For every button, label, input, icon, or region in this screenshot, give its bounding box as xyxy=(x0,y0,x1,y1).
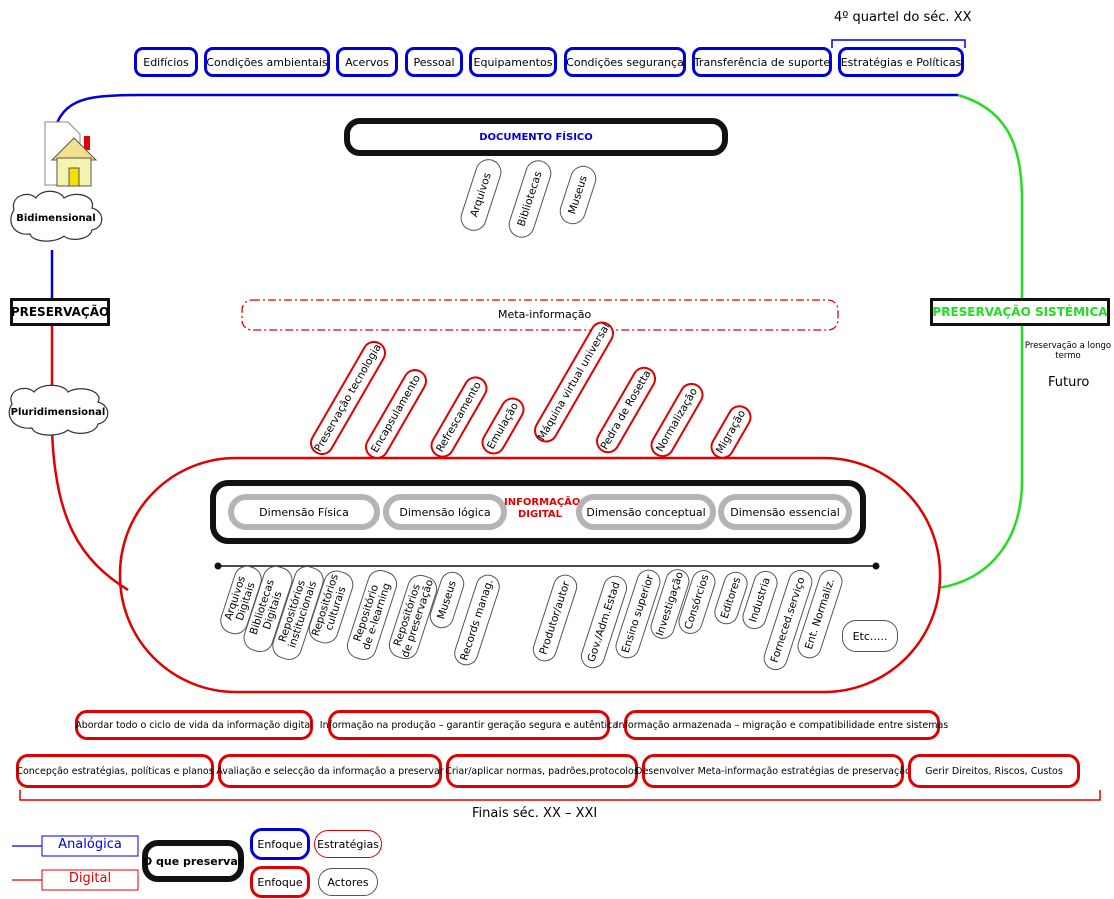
preservacao-label: PRESERVAÇÃO xyxy=(10,298,110,326)
goal-avaliacao: Avaliação e selecção da informação a pre… xyxy=(216,754,444,788)
dimensao-essencial: Dimensão essencial xyxy=(718,494,852,530)
top-note: 4º quartel do séc. XX xyxy=(834,10,972,25)
node-transferencia-suporte: Transferência de suporte xyxy=(692,47,832,77)
node-edificios: Edifícios xyxy=(134,47,198,77)
long-term-label: Preservação a longo termo xyxy=(1024,341,1112,361)
legend-what-preserve: O que preservar xyxy=(142,840,244,882)
node-equipamentos: Equipamentos xyxy=(469,47,557,77)
dimensao-conceptual: Dimensão conceptual xyxy=(576,494,716,530)
cloud-bidimensional-shape xyxy=(10,190,103,242)
goal-informacao-armazenada: Informação armazenada – migração e compa… xyxy=(616,710,948,740)
legend-enfoque-analog: Enfoque xyxy=(250,828,310,860)
node-pessoal: Pessoal xyxy=(405,47,463,77)
preservacao-sistemica-label: PRESERVAÇÃO SISTÉMICA xyxy=(930,298,1110,326)
goal-normas: Criar/aplicar normas, padrões,protocolos xyxy=(445,754,639,788)
goal-meta-informacao: Desenvolver Meta-informação estratégias … xyxy=(635,754,911,788)
actor-etc: Etc..... xyxy=(842,620,898,652)
legend-enfoque-digital: Enfoque xyxy=(250,866,310,898)
informacao-digital-label: INFORMAÇÃO DIGITAL xyxy=(504,497,581,520)
documento-fisico-box: DOCUMENTO FÍSICO xyxy=(344,118,728,156)
cloud-pluridimensional-shape xyxy=(8,384,109,436)
house-icon xyxy=(44,121,98,187)
pluridimensional-cloud: Pluridimensional xyxy=(10,406,106,418)
legend-estrategias: Estratégias xyxy=(314,830,382,858)
node-estrategias-politicas: Estratégias e Políticas xyxy=(838,47,964,77)
legend-digital: Digital xyxy=(68,871,112,886)
bidimensional-cloud: Bidimensional xyxy=(16,212,96,224)
goal-informacao-producao: Informação na produção – garantir geraçã… xyxy=(320,710,618,740)
dimensao-logica: Dimensão lógica xyxy=(383,494,507,530)
legend-actores: Actores xyxy=(318,868,378,896)
goal-direitos: Gerir Direitos, Riscos, Custos xyxy=(908,754,1080,788)
goal-ciclo-vida: Abordar todo o ciclo de vida da informaç… xyxy=(75,710,313,740)
futuro-label: Futuro xyxy=(1048,375,1090,390)
legend-analogica: Analógica xyxy=(58,837,122,852)
node-acervos: Acervos xyxy=(336,47,398,77)
dimensao-fisica: Dimensão Física xyxy=(228,494,380,530)
goal-concepcao: Concepção estratégias, políticas e plano… xyxy=(16,754,214,788)
meta-informacao: Meta-informação xyxy=(498,308,592,321)
bottom-note: Finais séc. XX – XXI xyxy=(472,806,598,821)
node-condicoes-ambientais: Condições ambientais xyxy=(204,47,330,77)
node-condicoes-seguranca: Condições segurança xyxy=(564,47,686,77)
